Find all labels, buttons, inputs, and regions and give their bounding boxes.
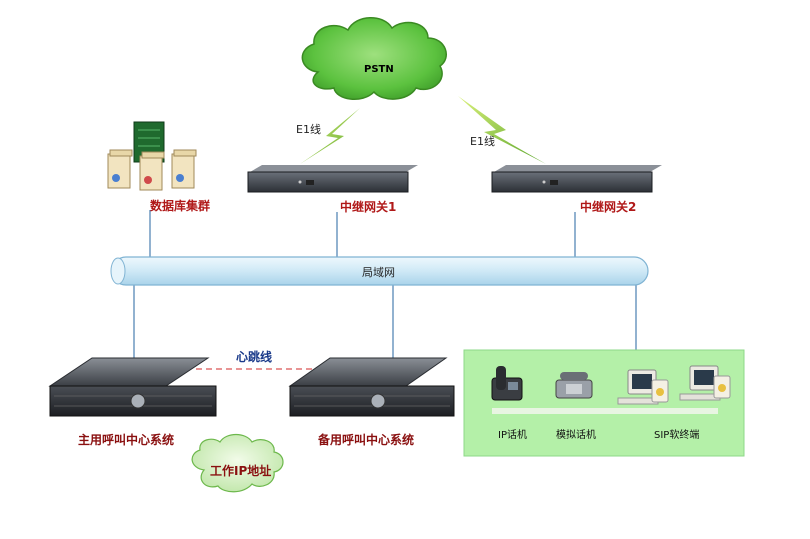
terminal-shelf: [492, 408, 718, 414]
backup-server-device: [288, 357, 455, 417]
heartbeat-label: 心跳线: [236, 350, 273, 364]
ip-phone-label: IP话机: [498, 430, 527, 441]
primary-server-device: [48, 357, 217, 417]
pstn-cloud: [301, 17, 447, 100]
computer-icon: [679, 365, 731, 401]
connection-lines: [133, 210, 637, 362]
work-ip-label: 工作IP地址: [210, 464, 272, 478]
primary-server-label: 主用呼叫中心系统: [78, 433, 175, 447]
e1-left-label: E1线: [296, 123, 321, 136]
backup-server-label: 备用呼叫中心系统: [318, 433, 415, 447]
analog-phone-icon: [555, 372, 593, 399]
e1-right-label: E1线: [470, 135, 495, 148]
gateway-1-label: 中继网关1: [340, 200, 397, 214]
lan-pipe: [110, 256, 649, 286]
e1-link-right: [458, 96, 546, 164]
sip-softphone-label: SIP软终端: [654, 430, 700, 441]
gateway-2-device: [491, 165, 662, 193]
gateway-1-device: [247, 165, 418, 193]
database-cluster-icon: [107, 121, 197, 191]
db-cluster-label: 数据库集群: [150, 199, 211, 213]
work-ip-cloud: [191, 433, 284, 493]
e1-link-left: [300, 108, 360, 164]
ip-phone-icon: [491, 366, 523, 401]
lan-label: 局域网: [362, 266, 395, 279]
gateway-2-label: 中继网关2: [580, 200, 637, 214]
analog-phone-label: 模拟话机: [556, 430, 596, 441]
computer-icon: [617, 369, 669, 405]
pstn-label: PSTN: [364, 64, 394, 75]
